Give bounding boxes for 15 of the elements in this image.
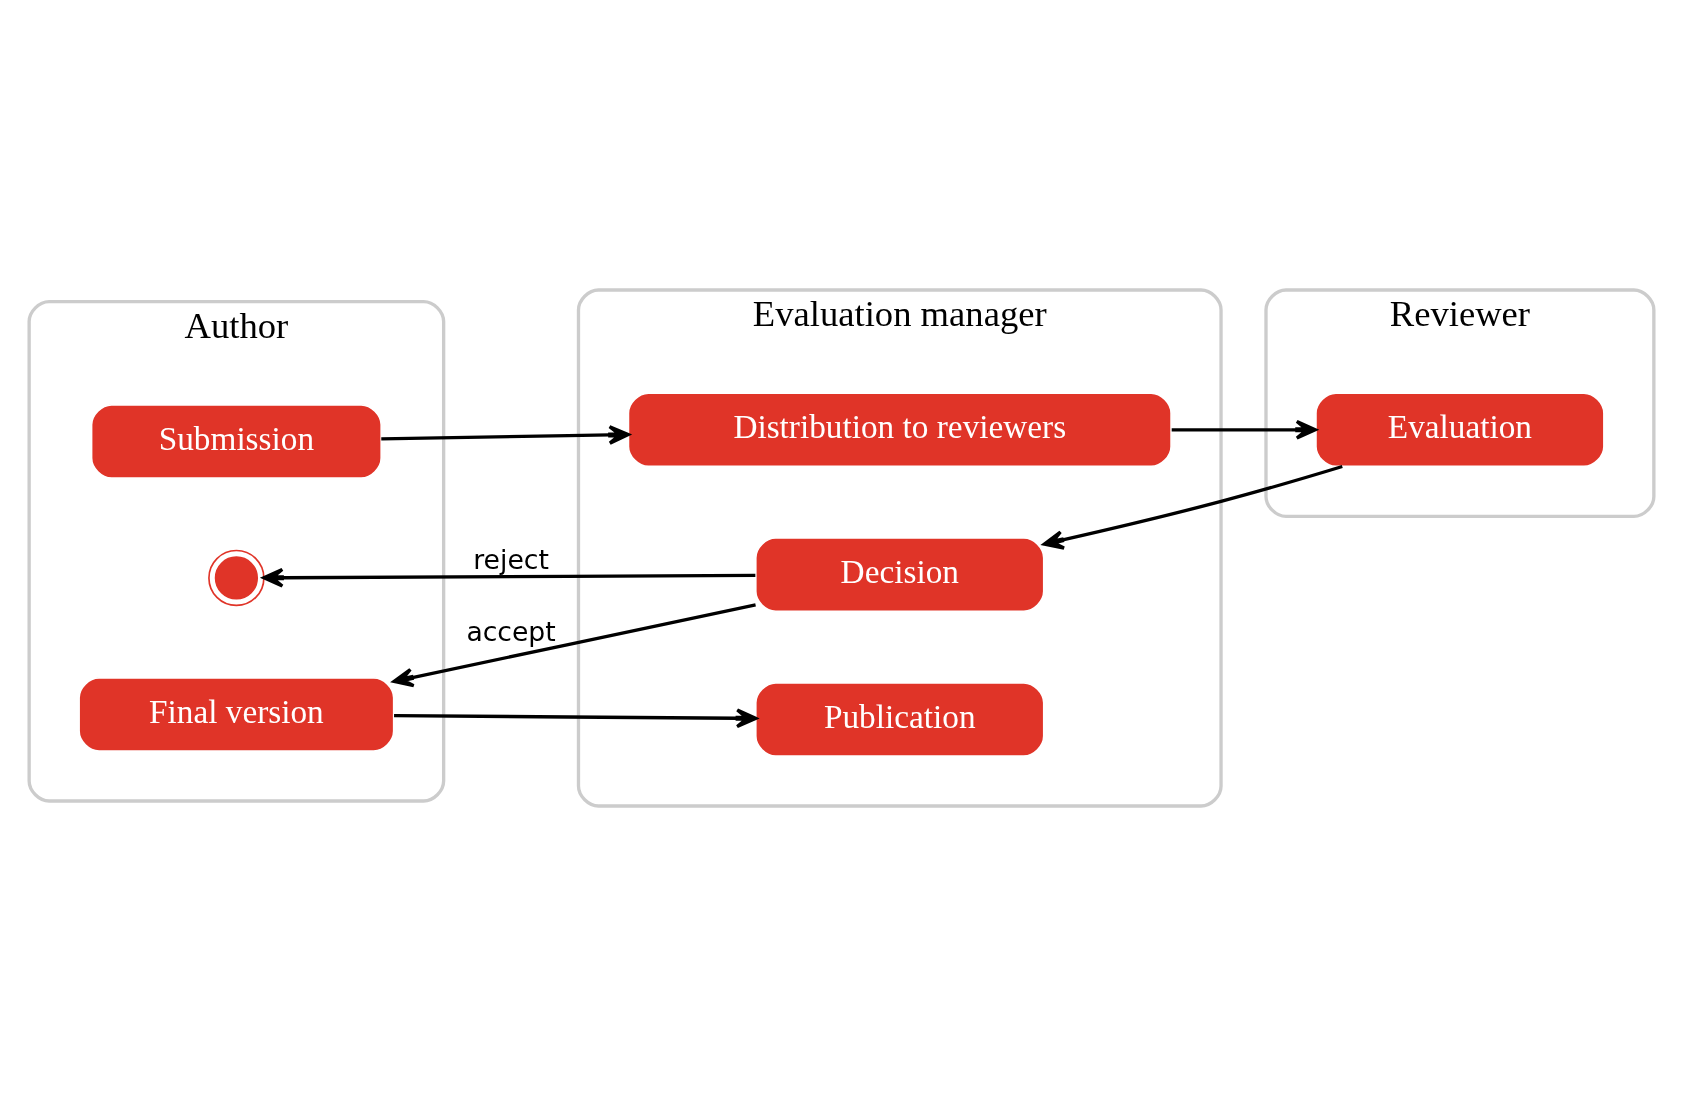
edge-label: accept (466, 615, 556, 647)
node-box: Distribution to reviewers (627, 391, 1172, 467)
node-box: Decision (754, 536, 1045, 612)
node-box: Evaluation (1315, 391, 1605, 467)
arrow (381, 424, 630, 445)
arrow (1171, 419, 1317, 440)
node-box: Submission (90, 403, 383, 479)
arrow (392, 602, 756, 687)
edge-label: reject (473, 543, 549, 575)
node-circle (208, 549, 265, 606)
arrow (262, 567, 756, 588)
node-box: Final version (78, 676, 395, 752)
node-box: Publication (754, 681, 1045, 757)
arrow (1042, 464, 1343, 550)
arrow (394, 707, 758, 728)
